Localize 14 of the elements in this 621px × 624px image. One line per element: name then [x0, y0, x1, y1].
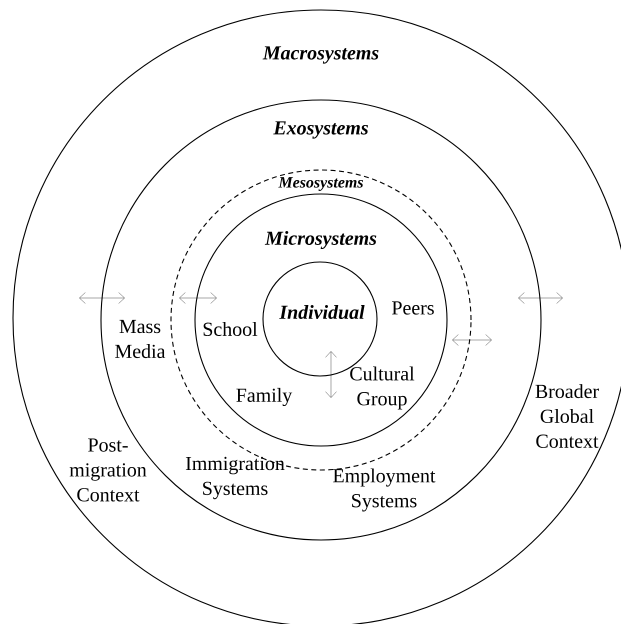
ring-label: School: [204, 322, 258, 336]
ring-label: Broader Global Context: [535, 384, 599, 448]
ring-label: Family: [236, 388, 292, 406]
ring-title: Exosystems: [273, 121, 368, 139]
ring-label: Immigration Systems: [186, 456, 285, 500]
ring-label: Cultural Group: [350, 366, 414, 410]
ring-label: Post-migration Context: [70, 438, 146, 502]
ring-title: Microsystems: [264, 230, 376, 250]
ring-label: Peers: [392, 301, 434, 315]
ring-title: Mesosystems: [278, 177, 364, 191]
ring-title: Individual: [279, 304, 365, 320]
ring-label: Mass Media: [115, 320, 166, 358]
ring-label: Employment Systems: [333, 468, 436, 512]
ring-title: Macrosystems: [262, 46, 378, 64]
